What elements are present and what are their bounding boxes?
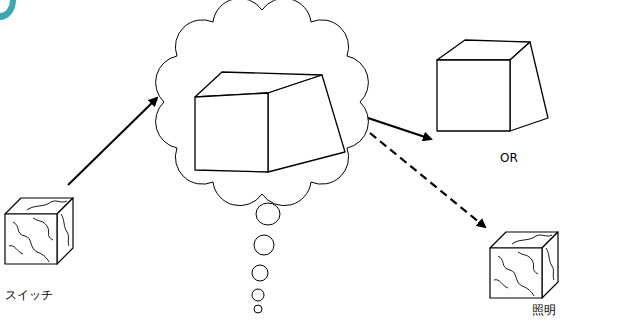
node-label: スイッチ: [3, 288, 81, 302]
textured-cube-node: 照明: [488, 230, 566, 317]
plain-cube: [437, 40, 548, 131]
textured-cube: [3, 196, 75, 266]
corner-ornament: [0, 0, 16, 20]
dashed-arrow: [370, 133, 485, 227]
arrow: [368, 118, 431, 139]
thought-bubbles: [252, 203, 280, 313]
arrow: [68, 98, 157, 185]
textured-cube: [488, 230, 560, 300]
or-label: OR: [500, 151, 518, 165]
imagined-cube: [195, 72, 345, 172]
textured-cube-node: スイッチ: [3, 196, 81, 302]
thought-cloud: [156, 0, 369, 206]
node-label: 照明: [488, 303, 566, 317]
